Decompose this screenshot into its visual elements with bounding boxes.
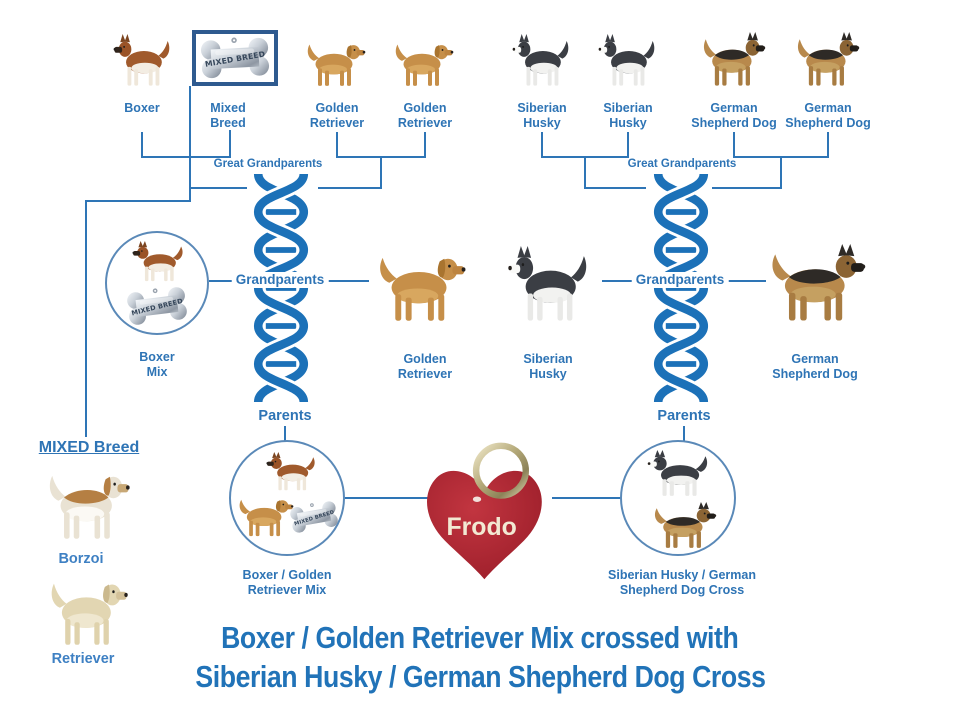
- dna-helix-icon: [643, 172, 719, 404]
- siberian-husky-image: [511, 34, 571, 88]
- parent-label-husky-shepherd-cross: Siberian Husky / German Shepherd Dog Cro…: [608, 568, 756, 597]
- mixed-breed-tag: MIXED BREED: [285, 498, 343, 537]
- boxer-golden-mix-circle: MIXED BREED: [229, 440, 345, 556]
- gg-label-siberian-husky: Siberian Husky: [603, 101, 653, 130]
- retriever-image: [48, 574, 130, 648]
- gg-label-mixed-breed: Mixed Breed: [210, 101, 246, 130]
- dna-helix-icon: [243, 172, 319, 404]
- grandparents-label-left: Grandparents: [231, 272, 329, 288]
- boxer-image: [112, 34, 172, 88]
- siberian-husky-image: [597, 34, 657, 88]
- boxer-mix-circle: MIXED BREED: [105, 231, 209, 335]
- husky-shepherd-cross-circle: [620, 440, 736, 556]
- frodo-heart-tag: Frodo: [427, 442, 542, 580]
- grandparents-label-right: Grandparents: [631, 272, 729, 288]
- gp-label-siberian-husky: Siberian Husky: [523, 352, 573, 381]
- parents-label-right: Parents: [657, 408, 711, 424]
- gp-label-german-shepherd: German Shepherd Dog: [772, 352, 858, 381]
- german-shepherd-image: [768, 244, 868, 324]
- gp-label-boxer-mix: Boxer Mix: [139, 350, 175, 379]
- parents-label-left: Parents: [258, 408, 312, 424]
- gg-label-siberian-husky: Siberian Husky: [517, 101, 567, 130]
- key-ring-icon: [472, 442, 530, 499]
- gg-label-golden-retriever: Golden Retriever: [397, 101, 453, 130]
- siberian-husky-image: [506, 246, 590, 324]
- mixed-breed-highlight-box: MIXED BREED: [192, 30, 278, 86]
- great-grandparents-label-left: Great Grandparents: [213, 158, 323, 170]
- borzoi-image: [46, 466, 132, 542]
- golden-retriever-image: [305, 38, 367, 88]
- title-line-2-text: Siberian Husky / German Shepherd Dog Cro…: [194, 659, 766, 694]
- title-line-1: Boxer / Golden Retriever Mix crossed wit…: [0, 620, 960, 656]
- sidebar-label-borzoi: Borzoi: [58, 551, 104, 567]
- ring-hole-highlight: [472, 496, 482, 502]
- title-line-1-text: Boxer / Golden Retriever Mix crossed wit…: [221, 620, 739, 655]
- sidebar-label-retriever: Retriever: [51, 651, 115, 667]
- german-shepherd-image: [652, 502, 718, 550]
- heart-shape: [427, 470, 542, 580]
- mixed-breed-tag: MIXED BREED: [196, 34, 274, 82]
- gp-label-golden-retriever: Golden Retriever: [397, 352, 453, 381]
- gg-label-boxer: Boxer: [124, 101, 160, 115]
- gg-label-golden-retriever: Golden Retriever: [309, 101, 365, 130]
- frodo-name: Frodo: [446, 514, 516, 541]
- boxer-image: [131, 241, 185, 283]
- golden-retriever-image: [237, 494, 295, 538]
- siberian-husky-image: [646, 450, 710, 498]
- boxer-image: [265, 452, 317, 492]
- great-grandparents-label-right: Great Grandparents: [627, 158, 737, 170]
- german-shepherd-image: [701, 32, 767, 88]
- gg-label-german-shepherd: German Shepherd Dog: [691, 101, 777, 130]
- gg-label-german-shepherd: German Shepherd Dog: [785, 101, 871, 130]
- golden-retriever-image: [376, 248, 468, 324]
- mixed-breed-tag: MIXED BREED: [122, 283, 192, 329]
- sidebar-heading-mixed-breed: MIXED Breed: [38, 439, 140, 456]
- golden-retriever-image: [393, 38, 455, 88]
- german-shepherd-image: [795, 32, 861, 88]
- title-line-2: Siberian Husky / German Shepherd Dog Cro…: [0, 659, 960, 695]
- parent-label-boxer-golden-mix: Boxer / Golden Retriever Mix: [242, 568, 332, 597]
